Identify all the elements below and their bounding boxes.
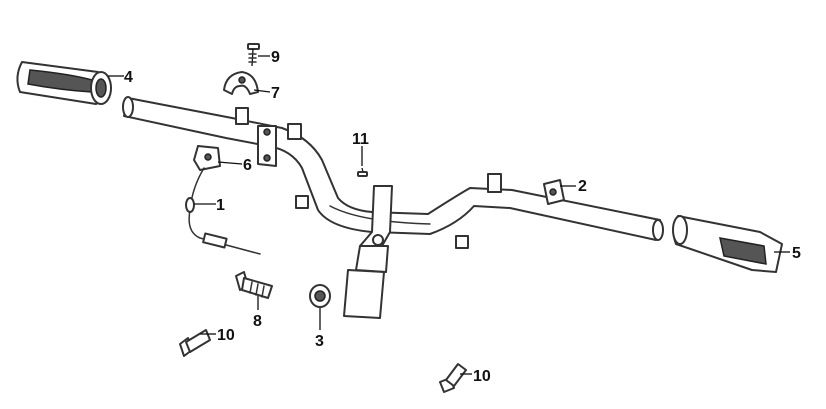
callout-2: 2 (578, 178, 587, 195)
bolt-8 (235, 271, 273, 299)
tube-clamp (257, 125, 277, 167)
bolt-10-left (179, 329, 211, 357)
right-grip (672, 215, 783, 273)
callout-8: 8 (253, 313, 262, 330)
callout-6: 6 (243, 157, 252, 174)
callout-10-left: 10 (217, 327, 235, 344)
mounting-tabs (235, 107, 502, 249)
callout-labels: 1 2 3 4 5 6 7 8 9 10 10 11 (124, 49, 801, 385)
callout-4: 4 (124, 69, 133, 86)
callout-11: 11 (352, 131, 369, 148)
switch-bracket (193, 145, 221, 171)
screw-9 (247, 43, 260, 67)
callout-7: 7 (271, 85, 280, 102)
bolt-10-right (439, 363, 467, 393)
callout-5: 5 (792, 245, 801, 262)
upper-clamp (223, 71, 259, 95)
cable (185, 167, 261, 255)
cap-3 (309, 284, 331, 308)
leader-lines (108, 55, 790, 375)
center-stem (343, 185, 393, 319)
callout-9: 9 (271, 49, 280, 66)
screw-11 (357, 167, 368, 177)
callout-10-right: 10 (473, 368, 491, 385)
left-grip (16, 61, 112, 105)
right-clamp (543, 179, 565, 205)
callout-3: 3 (315, 333, 324, 350)
callout-1: 1 (216, 197, 225, 214)
